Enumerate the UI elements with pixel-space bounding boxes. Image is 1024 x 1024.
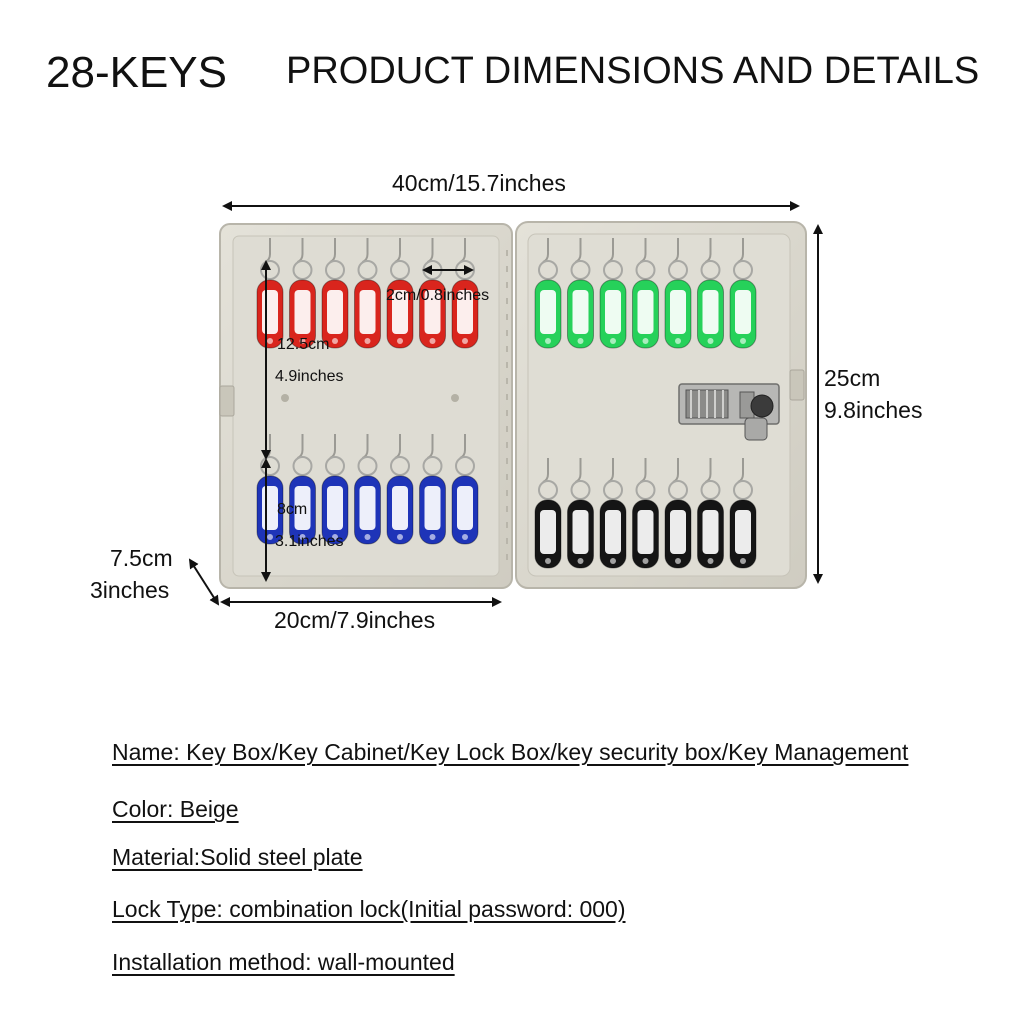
key-tag-black[interactable] — [632, 499, 659, 569]
title-product-dimensions: PRODUCT DIMENSIONS AND DETAILS — [286, 50, 980, 92]
spec-color: Color: Beige — [112, 796, 239, 822]
title-keys-count: 28-KEYS — [46, 48, 227, 97]
label-row-gap-in: 4.9inches — [275, 368, 344, 385]
key-ring — [538, 260, 558, 280]
key-ring — [538, 480, 558, 500]
label-height-in: 9.8inches — [824, 397, 923, 423]
key-ring — [603, 260, 623, 280]
key-ring — [390, 260, 410, 280]
key-ring — [422, 456, 443, 476]
key-tag-black[interactable] — [697, 499, 724, 569]
key-ring — [570, 480, 591, 500]
key-ring — [733, 480, 753, 500]
spec-lock-type: Lock Type: combination lock(Initial pass… — [112, 896, 626, 922]
key-ring — [668, 260, 688, 280]
label-door-width: 20cm/7.9inches — [274, 607, 436, 633]
key-tag-blue[interactable] — [386, 475, 414, 545]
key-tag-red[interactable] — [354, 279, 381, 349]
label-depth-in: 3inches — [90, 577, 170, 603]
key-tag-red[interactable] — [451, 279, 479, 349]
key-tag-black[interactable] — [729, 499, 757, 569]
key-tag-red[interactable] — [321, 279, 349, 349]
key-ring — [635, 480, 656, 500]
spec-name: Name: Key Box/Key Cabinet/Key Lock Box/k… — [112, 739, 909, 765]
key-ring — [603, 480, 623, 500]
key-ring — [357, 456, 378, 476]
key-tag-black[interactable] — [664, 499, 692, 569]
key-ring — [733, 260, 753, 280]
key-tag-blue[interactable] — [289, 475, 316, 545]
key-tags — [256, 279, 757, 569]
key-tag-blue[interactable] — [451, 475, 479, 545]
label-total-width: 40cm/15.7inches — [392, 170, 566, 196]
key-tag-green[interactable] — [729, 279, 757, 349]
label-row-gap-cm: 12.5cm — [277, 336, 330, 353]
key-tag-green[interactable] — [664, 279, 692, 349]
key-tag-green[interactable] — [697, 279, 724, 349]
arrow-depth — [188, 558, 220, 606]
key-tag-black[interactable] — [567, 499, 594, 569]
key-tag-green[interactable] — [632, 279, 659, 349]
label-depth-cm: 7.5cm — [110, 545, 173, 571]
key-ring — [325, 260, 345, 280]
label-height-cm: 25cm — [824, 365, 881, 391]
spec-installation: Installation method: wall-mounted — [112, 949, 455, 975]
key-tag-red[interactable] — [386, 279, 414, 349]
key-tag-green[interactable] — [567, 279, 594, 349]
spec-material: Material:Solid steel plate — [112, 844, 363, 870]
key-tag-black[interactable] — [534, 499, 562, 569]
label-tag-length-in: 3.1inches — [275, 533, 344, 550]
key-ring — [292, 260, 313, 280]
label-tag-length-cm: 8cm — [277, 501, 308, 518]
combination-lock[interactable] — [678, 383, 780, 441]
key-tag-blue[interactable] — [321, 475, 349, 545]
key-tag-red[interactable] — [419, 279, 446, 349]
key-ring — [325, 456, 345, 476]
key-ring — [570, 260, 591, 280]
key-tag-blue[interactable] — [354, 475, 381, 545]
key-tag-blue[interactable] — [419, 475, 446, 545]
key-ring — [390, 456, 410, 476]
key-tag-green[interactable] — [534, 279, 562, 349]
key-ring — [455, 456, 475, 476]
key-ring — [700, 260, 721, 280]
key-tag-black[interactable] — [599, 499, 627, 569]
key-tag-green[interactable] — [599, 279, 627, 349]
key-ring — [635, 260, 656, 280]
key-ring — [668, 480, 688, 500]
label-hook-spacing: 2cm/0.8inches — [386, 287, 490, 304]
key-ring — [292, 456, 313, 476]
key-ring — [700, 480, 721, 500]
key-ring — [357, 260, 378, 280]
key-tag-red[interactable] — [289, 279, 316, 349]
